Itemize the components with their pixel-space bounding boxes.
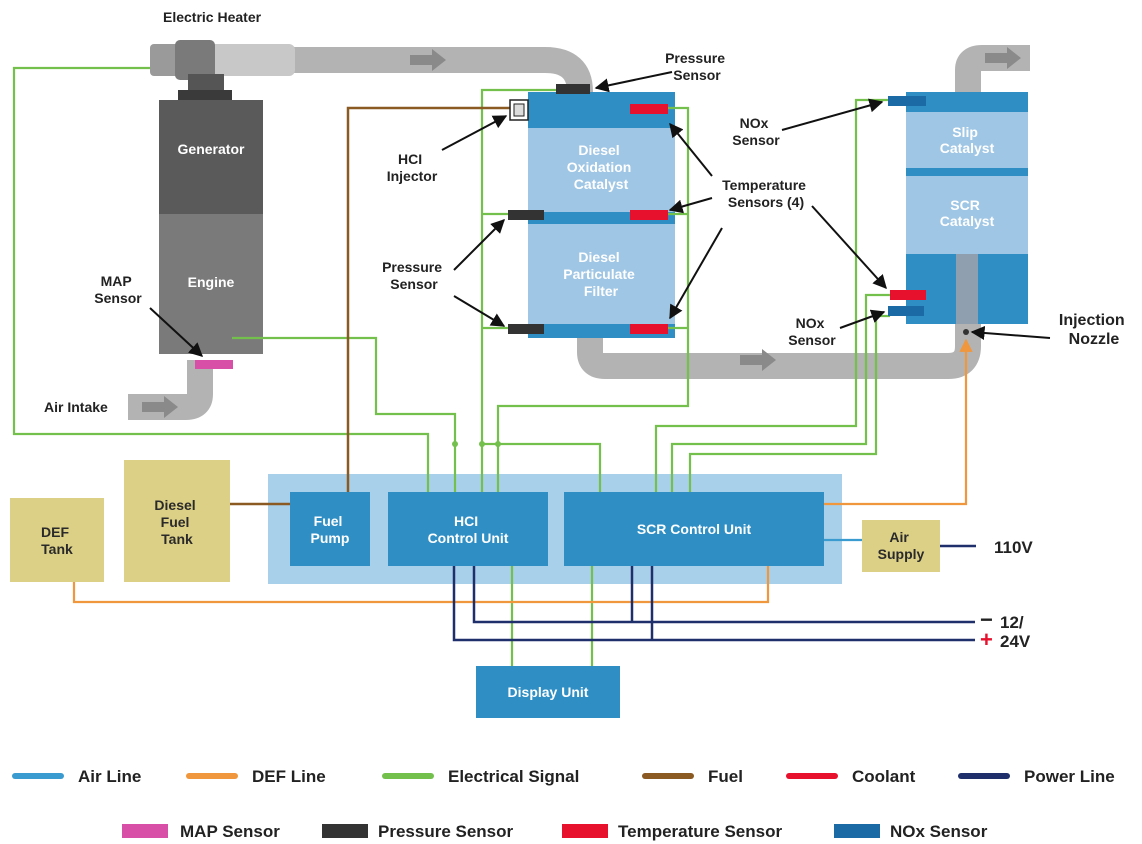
legend: Air Line DEF Line Electrical Signal Fuel… [12,767,1115,841]
legend-label-electrical-signal: Electrical Signal [448,767,579,786]
diesel-fuel-tank [124,460,230,582]
electric-heater [150,40,295,100]
display-unit [476,666,620,718]
plus-sign: + [980,627,993,652]
air-intake-pipe [128,360,213,420]
doc-label: Diesel Oxidation Catalyst [567,142,635,192]
flow-arrows [142,47,1021,418]
slip-catalyst-block [906,112,1028,168]
legend-label-nox-sensor: NOx Sensor [890,822,988,841]
scr-catalyst-label: SCR Catalyst [940,197,995,229]
temperature-sensors-label: Temperature Sensors (4) [722,177,810,210]
injection-nozzle [963,329,969,335]
legend-label-pressure-sensor: Pressure Sensor [378,822,514,841]
engine-block [159,214,263,354]
generator-block [159,100,263,214]
fuel-pump [290,492,370,566]
def-tank [10,498,104,582]
hci-control-unit [388,492,548,566]
map-sensor-label: MAP Sensor [94,273,142,306]
nox-sensors [888,96,926,316]
air-intake-label: Air Intake [44,399,108,415]
def-lines [72,338,973,604]
legend-label-power-line: Power Line [1024,767,1115,786]
legend-swatch-electrical-signal [382,773,434,779]
slip-catalyst-label: Slip Catalyst [940,124,995,156]
legend-swatch-pressure-sensor [322,824,368,838]
generator-label: Generator [178,141,245,157]
diesel-fuel-tank-label: Diesel Fuel Tank [154,497,199,547]
map-sensor [195,360,233,369]
legend-label-fuel: Fuel [708,767,743,786]
fuel-pump-label: Fuel Pump [311,513,350,546]
minus-sign: − [980,607,993,632]
legend-swatch-temperature-sensor [562,824,608,838]
legend-row-1: Air Line DEF Line Electrical Signal Fuel… [12,767,1115,786]
12v-label: 12/ [1000,613,1024,632]
scr-catalyst-block [906,176,1028,254]
legend-swatch-air-line [12,773,64,779]
pointer-arrows [149,71,1051,357]
legend-swatch-fuel [642,773,694,779]
fuel-line [230,106,512,506]
pressure-sensor-mid-label: Pressure Sensor [382,259,446,292]
scr-control-unit-label: SCR Control Unit [637,521,752,537]
legend-label-air-line: Air Line [78,767,141,786]
24v-label: 24V [1000,632,1031,651]
legend-swatch-nox-sensor [834,824,880,838]
power-lines [452,566,975,642]
display-unit-label: Display Unit [508,684,589,700]
pressure-sensor-top-label: Pressure Sensor [665,50,729,83]
air-supply-label: Air Supply [878,529,925,562]
nox-sensor-bottom-label: NOx Sensor [788,315,836,348]
pressure-sensors [508,84,590,334]
legend-row-2: MAP Sensor Pressure Sensor Temperature S… [122,822,988,841]
hci-injector [509,99,529,121]
dpf-label: Diesel Particulate Filter [563,249,638,299]
nox-sensor-top-label: NOx Sensor [732,115,780,148]
dpf-block [528,224,675,324]
exhaust-pipe-outlet [955,45,1030,92]
injection-nozzle-label: Injection Nozzle [1059,312,1129,348]
hci-injector-label: HCI Injector [387,151,438,184]
engine-label: Engine [188,274,235,290]
legend-label-coolant: Coolant [852,767,916,786]
legend-swatch-map-sensor [122,824,168,838]
legend-label-map-sensor: MAP Sensor [180,822,280,841]
electric-heater-label: Electric Heater [163,9,262,25]
injection-pipe [956,254,978,324]
legend-swatch-power-line [958,773,1010,779]
hci-control-unit-label: HCI Control Unit [428,513,509,546]
110v-label: 110V [994,538,1033,557]
air-supply [862,520,940,572]
legend-label-def-line: DEF Line [252,767,326,786]
scr-control-unit [564,492,824,566]
legend-label-temperature-sensor: Temperature Sensor [618,822,782,841]
doc-block [528,128,675,212]
def-tank-label: DEF Tank [41,524,73,557]
line-hops [452,441,501,447]
legend-swatch-def-line [186,773,238,779]
temperature-sensors [630,104,926,334]
legend-swatch-coolant [786,773,838,779]
